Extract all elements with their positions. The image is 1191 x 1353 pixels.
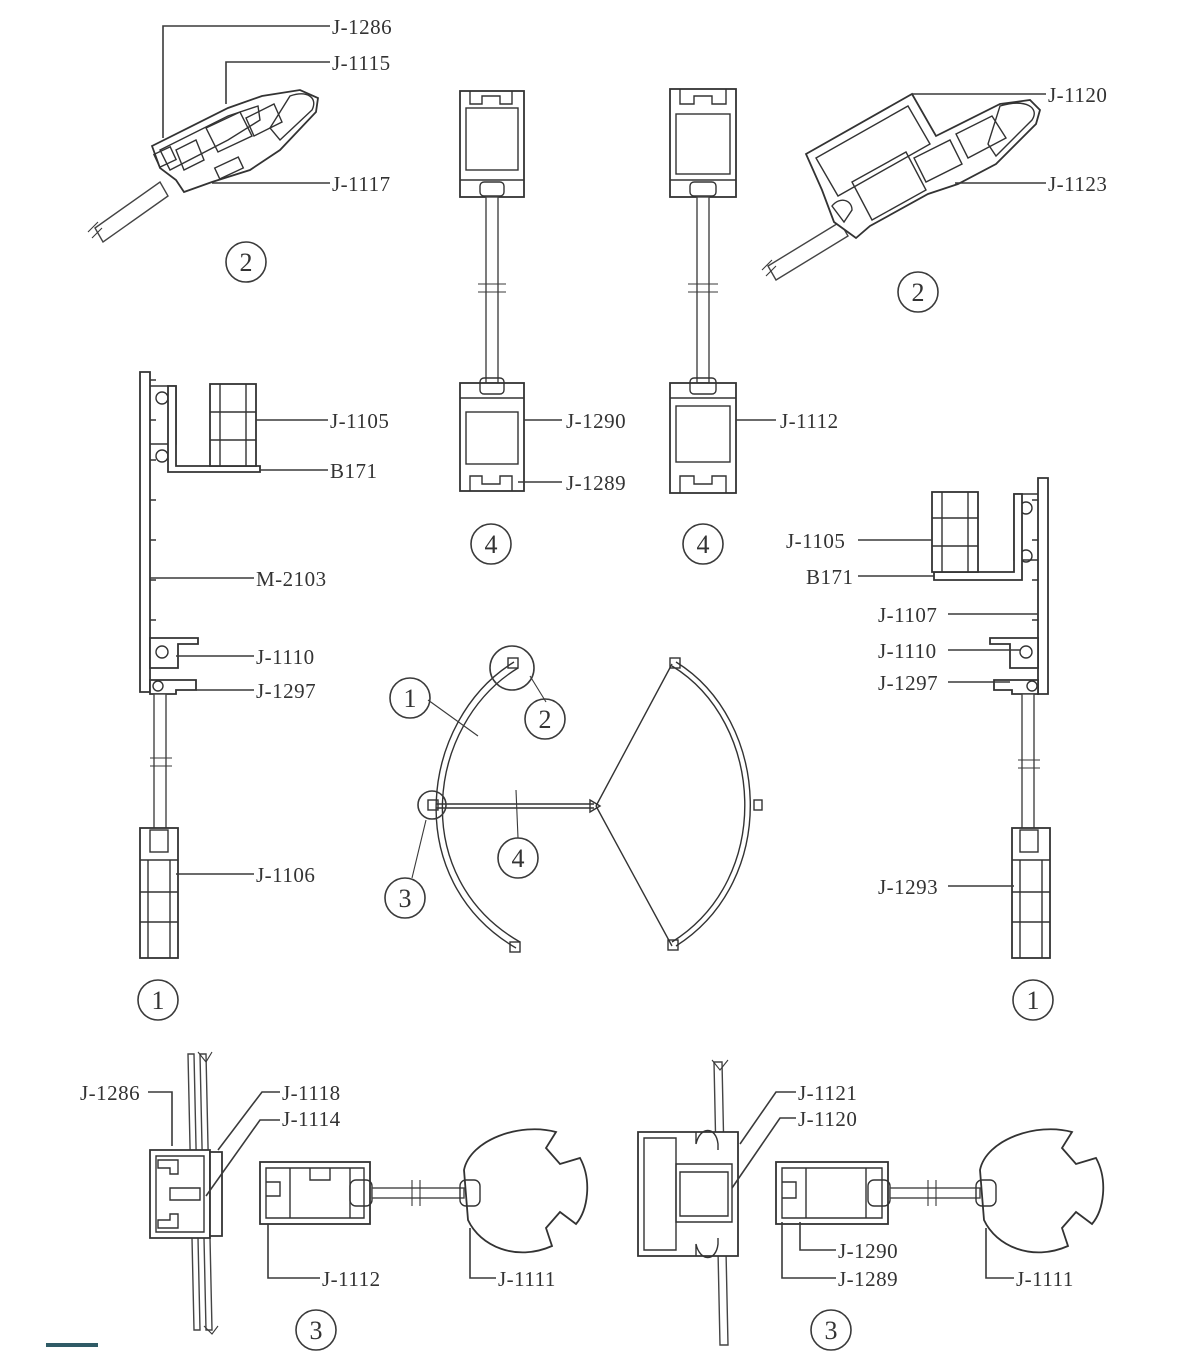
detail-marker-circle bbox=[295, 1309, 337, 1351]
detail-3-right: J-1121 J-1120 J-1290 J-1289 J-1111 3 bbox=[637, 1059, 1105, 1351]
plan-marker-circle bbox=[497, 837, 539, 879]
accent-bar bbox=[46, 1343, 98, 1347]
detail-1-right-profile bbox=[931, 477, 1051, 959]
detail-marker: 4 bbox=[697, 530, 710, 559]
detail-marker-circle bbox=[470, 523, 512, 565]
detail-marker: 1 bbox=[1027, 986, 1040, 1015]
callout-j-1106: J-1106 bbox=[256, 863, 315, 887]
callout-j-1286: J-1286 bbox=[332, 15, 392, 39]
callout-j-1123: J-1123 bbox=[1048, 172, 1107, 196]
callout-j-1297: J-1297 bbox=[878, 671, 938, 695]
callout-b171: B171 bbox=[806, 565, 854, 589]
plan-marker: 4 bbox=[512, 844, 525, 873]
detail-4-b: J-1112 4 bbox=[669, 88, 839, 565]
callout-j-1114: J-1114 bbox=[282, 1107, 341, 1131]
callout-j-1297: J-1297 bbox=[256, 679, 316, 703]
detail-marker-circle bbox=[682, 523, 724, 565]
detail-marker: 2 bbox=[240, 248, 253, 277]
callout-j-1286: J-1286 bbox=[80, 1081, 140, 1105]
detail-marker: 3 bbox=[825, 1316, 838, 1345]
detail-1-left-profile bbox=[139, 371, 261, 959]
plan-marker: 1 bbox=[404, 684, 417, 713]
plan-marker: 3 bbox=[399, 884, 412, 913]
callout-m-2103: M-2103 bbox=[256, 567, 327, 591]
plan-marker-circle bbox=[524, 698, 566, 740]
detail-2-right-profile bbox=[761, 92, 1042, 281]
detail-2-right: J-1120 J-1123 2 bbox=[761, 83, 1107, 313]
callout-b171: B171 bbox=[330, 459, 378, 483]
detail-marker-circle bbox=[897, 271, 939, 313]
callout-j-1121: J-1121 bbox=[798, 1081, 857, 1105]
detail-4-a-profile bbox=[459, 90, 525, 492]
detail-marker: 3 bbox=[310, 1316, 323, 1345]
callout-j-1290: J-1290 bbox=[838, 1239, 898, 1263]
detail-marker-circle bbox=[225, 241, 267, 283]
detail-4-a: J-1290 J-1289 4 bbox=[459, 90, 626, 565]
callout-j-1107: J-1107 bbox=[878, 603, 937, 627]
callout-j-1289: J-1289 bbox=[838, 1267, 898, 1291]
detail-marker: 2 bbox=[912, 278, 925, 307]
detail-marker: 4 bbox=[485, 530, 498, 559]
callout-j-1111: J-1111 bbox=[498, 1267, 556, 1291]
plan-marker: 2 bbox=[539, 705, 552, 734]
detail-4-b-profile bbox=[669, 88, 737, 494]
callout-j-1105: J-1105 bbox=[786, 529, 845, 553]
callout-j-1120: J-1120 bbox=[798, 1107, 857, 1131]
detail-3-left-profile bbox=[149, 1051, 589, 1335]
detail-marker-circle bbox=[137, 979, 179, 1021]
plan-marker-circle bbox=[384, 877, 426, 919]
callout-j-1111: J-1111 bbox=[1016, 1267, 1074, 1291]
callout-j-1290: J-1290 bbox=[566, 409, 626, 433]
callout-j-1112: J-1112 bbox=[780, 409, 839, 433]
callout-j-1293: J-1293 bbox=[878, 875, 938, 899]
callout-j-1117: J-1117 bbox=[332, 172, 391, 196]
callout-j-1110: J-1110 bbox=[256, 645, 315, 669]
callout-j-1118: J-1118 bbox=[282, 1081, 341, 1105]
callout-j-1120: J-1120 bbox=[1048, 83, 1107, 107]
plan-view: 1 2 3 4 bbox=[384, 645, 763, 953]
callout-j-1112: J-1112 bbox=[322, 1267, 381, 1291]
detail-marker: 1 bbox=[152, 986, 165, 1015]
detail-3-left: J-1286 J-1118 J-1114 J-1112 J-1111 3 bbox=[80, 1051, 589, 1351]
detail-marker-circle bbox=[1012, 979, 1054, 1021]
detail-2-left: J-1286 J-1115 J-1117 2 bbox=[87, 15, 392, 283]
detail-2-left-profile bbox=[87, 89, 319, 244]
callout-j-1110: J-1110 bbox=[878, 639, 937, 663]
callout-j-1115: J-1115 bbox=[332, 51, 391, 75]
callout-j-1105: J-1105 bbox=[330, 409, 389, 433]
callout-j-1289: J-1289 bbox=[566, 471, 626, 495]
detail-marker-circle bbox=[810, 1309, 852, 1351]
detail-1-right: J-1105 B171 J-1107 J-1110 J-1297 J-1293 … bbox=[786, 477, 1054, 1021]
detail-1-left: J-1105 B171 M-2103 J-1110 J-1297 J-1106 … bbox=[137, 371, 389, 1021]
detail-3-right-profile bbox=[637, 1059, 1105, 1346]
plan-marker-circle bbox=[389, 677, 431, 719]
